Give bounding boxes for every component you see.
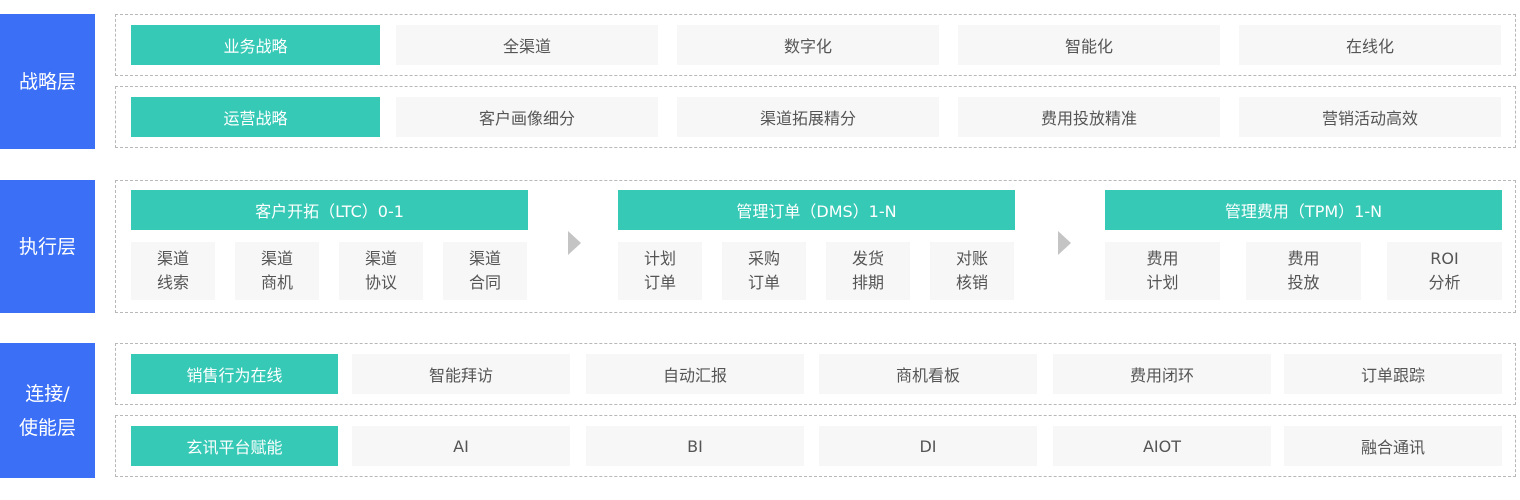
connection-item: 费用闭环: [1053, 354, 1271, 394]
execution-item: ROI 分析: [1387, 242, 1502, 300]
execution-item: 计划订单: [618, 242, 702, 300]
layer-label-execution-text: 执行层: [18, 235, 76, 258]
execution-item-line: 订单: [643, 273, 676, 292]
strategy-item: 在线化: [1239, 25, 1501, 65]
execution-item: 渠道协议: [339, 242, 423, 300]
execution-item-line: 合同: [468, 273, 501, 292]
execution-item: 费用计划: [1105, 242, 1220, 300]
execution-item: 渠道商机: [235, 242, 319, 300]
flow-arrow-icon: [568, 231, 581, 255]
strategy-item: 营销活动高效: [1239, 97, 1501, 137]
connection-item: AIOT: [1053, 426, 1271, 466]
connection-item: BI: [586, 426, 804, 466]
connection-item: DI: [819, 426, 1037, 466]
strategy-item: 费用投放精准: [958, 97, 1220, 137]
execution-group-title: 管理费用（TPM）1-N: [1105, 190, 1502, 230]
strategy-row-business: [115, 14, 1516, 76]
execution-group-title: 客户开拓（LTC）0-1: [131, 190, 528, 230]
strategy-item: 渠道拓展精分: [677, 97, 939, 137]
execution-item-line: 费用: [1287, 249, 1320, 268]
execution-item: 渠道线索: [131, 242, 215, 300]
execution-item-line: 渠道: [364, 249, 397, 268]
flow-arrow-icon: [1058, 231, 1071, 255]
execution-item-line: 分析: [1428, 273, 1461, 292]
connection-item: 融合通讯: [1284, 426, 1502, 466]
execution-item-line: 对账: [955, 249, 988, 268]
strategy-head-business: 业务战略: [131, 25, 380, 65]
execution-item: 发货排期: [826, 242, 910, 300]
execution-item-line: 计划: [643, 249, 676, 268]
execution-item-line: 投放: [1287, 273, 1320, 292]
execution-item: 费用投放: [1246, 242, 1361, 300]
connection-head-platform: 玄讯平台赋能: [131, 426, 338, 466]
strategy-item: 数字化: [677, 25, 939, 65]
execution-item-line: 采购: [747, 249, 780, 268]
connection-item: AI: [352, 426, 570, 466]
execution-item-line: ROI: [1430, 249, 1459, 268]
layer-label-connection-line: 使能层: [18, 416, 76, 439]
execution-item-line: 协议: [364, 273, 397, 292]
execution-item-line: 线索: [156, 273, 189, 292]
layer-label-strategy: 战略层: [0, 14, 95, 149]
connection-item: 订单跟踪: [1284, 354, 1502, 394]
connection-row-sales: [115, 343, 1516, 405]
layer-label-strategy-text: 战略层: [18, 70, 76, 93]
layer-label-execution: 执行层: [0, 180, 95, 313]
connection-head-sales: 销售行为在线: [131, 354, 338, 394]
execution-panel: [115, 180, 1516, 313]
layer-label-connection-line: 连接/: [25, 382, 70, 405]
strategy-item: 全渠道: [396, 25, 658, 65]
layer-label-connection: 连接/使能层: [0, 343, 95, 478]
execution-item-line: 费用: [1146, 249, 1179, 268]
strategy-row-operation: [115, 86, 1516, 148]
execution-item: 对账核销: [930, 242, 1014, 300]
execution-group-title: 管理订单（DMS）1-N: [618, 190, 1015, 230]
strategy-item: 客户画像细分: [396, 97, 658, 137]
connection-item: 智能拜访: [352, 354, 570, 394]
strategy-item: 智能化: [958, 25, 1220, 65]
execution-item: 采购订单: [722, 242, 806, 300]
execution-item: 渠道合同: [443, 242, 527, 300]
connection-row-platform: [115, 415, 1516, 477]
execution-item-line: 渠道: [260, 249, 293, 268]
connection-item: 自动汇报: [586, 354, 804, 394]
strategy-head-operation: 运营战略: [131, 97, 380, 137]
execution-item-line: 商机: [260, 273, 293, 292]
execution-item-line: 订单: [747, 273, 780, 292]
execution-item-line: 渠道: [156, 249, 189, 268]
connection-item: 商机看板: [819, 354, 1037, 394]
execution-item-line: 排期: [851, 273, 884, 292]
execution-item-line: 发货: [851, 249, 884, 268]
execution-item-line: 核销: [955, 273, 988, 292]
execution-item-line: 渠道: [468, 249, 501, 268]
execution-item-line: 计划: [1146, 273, 1179, 292]
